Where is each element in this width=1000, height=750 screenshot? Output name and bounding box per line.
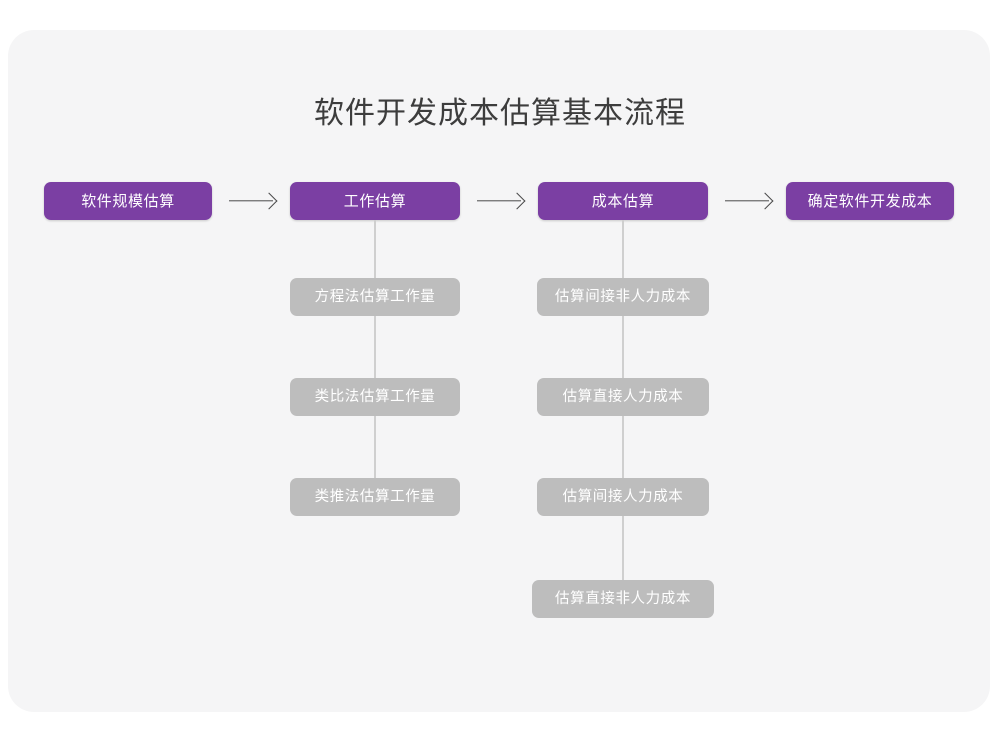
arrow-2-icon — [477, 191, 526, 211]
node-determine-development-cost[interactable]: 确定软件开发成本 — [786, 182, 954, 220]
node-equation-method-workload[interactable]: 方程法估算工作量 — [290, 278, 460, 316]
node-inference-method-workload[interactable]: 类推法估算工作量 — [290, 478, 460, 516]
node-indirect-nonlabor-cost[interactable]: 估算间接非人力成本 — [537, 278, 709, 316]
connector-branch2-seg3 — [622, 416, 624, 478]
arrow-3-icon — [725, 191, 774, 211]
node-work-estimation[interactable]: 工作估算 — [290, 182, 460, 220]
node-cost-estimation[interactable]: 成本估算 — [538, 182, 708, 220]
arrow-1-icon — [229, 191, 278, 211]
connector-branch1-seg2 — [374, 316, 376, 378]
connector-branch1-seg1 — [374, 220, 376, 278]
connector-branch2-seg2 — [622, 316, 624, 378]
node-direct-labor-cost[interactable]: 估算直接人力成本 — [537, 378, 709, 416]
connector-branch1-seg3 — [374, 416, 376, 478]
connector-branch2-seg4 — [622, 516, 624, 580]
node-direct-nonlabor-cost[interactable]: 估算直接非人力成本 — [532, 580, 714, 618]
node-software-scale-estimation[interactable]: 软件规模估算 — [44, 182, 212, 220]
connector-branch2-seg1 — [622, 220, 624, 278]
diagram-card — [8, 30, 990, 712]
node-indirect-labor-cost[interactable]: 估算间接人力成本 — [537, 478, 709, 516]
diagram-title: 软件开发成本估算基本流程 — [314, 97, 686, 130]
node-analogy-method-workload[interactable]: 类比法估算工作量 — [290, 378, 460, 416]
